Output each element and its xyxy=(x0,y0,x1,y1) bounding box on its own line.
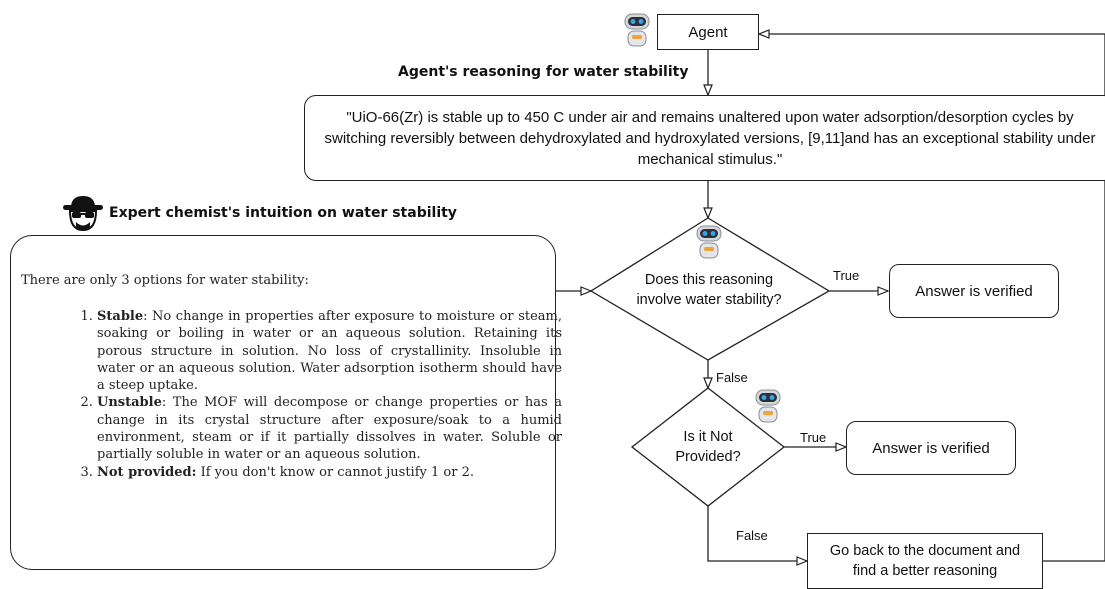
expert-intro: There are only 3 options for water stabi… xyxy=(21,273,309,288)
reasoning-quote: "UiO-66(Zr) is stable up to 450 C under … xyxy=(324,108,1096,168)
go-back-box: Go back to the document and find a bette… xyxy=(807,533,1043,589)
option-sep: : xyxy=(143,309,148,324)
verified-box-1: Answer is verified xyxy=(889,264,1059,318)
verified-label-1: Answer is verified xyxy=(915,282,1033,300)
true-label-2: True xyxy=(800,430,827,445)
arrow-loop-back xyxy=(759,34,1105,562)
expert-title: Expert chemist's intuition on water stab… xyxy=(109,205,457,221)
option-text: The MOF will decompose or change propert… xyxy=(97,395,562,463)
decision-diamond-1 xyxy=(589,217,831,361)
options-list: Stable: No change in properties after ex… xyxy=(75,308,562,481)
decision-1-text: Does this reasoning involve water stabil… xyxy=(636,272,782,308)
false-label-1: False xyxy=(716,370,748,385)
agent-box: Agent xyxy=(657,14,759,50)
verified-label-2: Answer is verified xyxy=(872,439,990,457)
option-term: Not provided: xyxy=(97,464,197,480)
option-text: If you don't know or cannot justify 1 or… xyxy=(196,464,474,480)
decision-diamond-2 xyxy=(630,387,786,507)
robot-icon xyxy=(696,225,722,259)
reasoning-box: "UiO-66(Zr) is stable up to 450 C under … xyxy=(304,95,1105,181)
robot-icon xyxy=(755,389,781,423)
verified-box-2: Answer is verified xyxy=(846,421,1016,475)
option-not-provided: Not provided: If you don't know or canno… xyxy=(97,464,562,481)
agent-label: Agent xyxy=(688,23,728,41)
option-unstable: Unstable: The MOF will decompose or chan… xyxy=(97,394,562,463)
arrow-decision2-false xyxy=(707,506,807,561)
go-back-text: Go back to the document and find a bette… xyxy=(829,543,1021,579)
true-label-1: True xyxy=(833,268,860,283)
option-term: Stable xyxy=(97,309,144,324)
expert-options-box: There are only 3 options for water stabi… xyxy=(10,235,562,570)
detective-chemist-icon xyxy=(63,196,103,232)
robot-icon xyxy=(624,13,650,47)
reasoning-title: Agent's reasoning for water stability xyxy=(398,64,689,80)
decision-2-text: Is it Not Provided? xyxy=(675,429,741,465)
option-stable: Stable: No change in properties after ex… xyxy=(97,308,562,394)
false-label-2: False xyxy=(736,528,768,543)
option-term: Unstable xyxy=(97,395,162,411)
option-text: No change in properties after exposure t… xyxy=(97,309,562,394)
option-sep: : xyxy=(161,395,167,411)
